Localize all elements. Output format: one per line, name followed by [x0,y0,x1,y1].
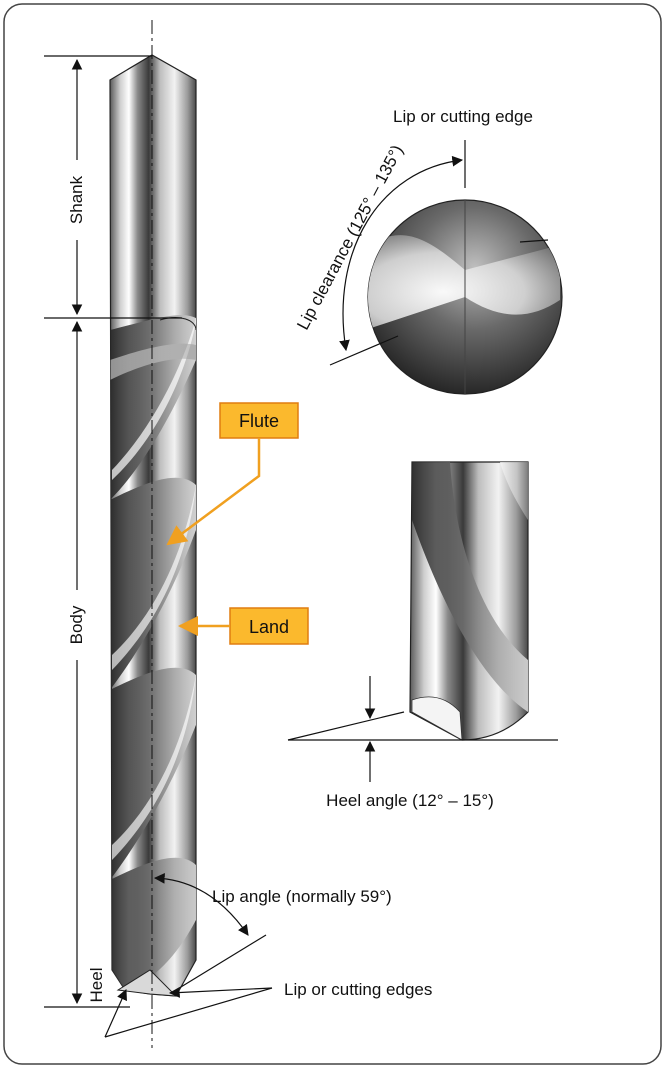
flutes [110,315,196,990]
drill-side-view [287,461,558,782]
lip-angle-annotation [153,872,267,991]
lip-cutting-edge-label: Lip or cutting edge [393,107,533,126]
shank-label: Shank [67,175,86,224]
body-label: Body [67,605,86,644]
flute-label: Flute [239,411,279,431]
lip-cutting-edges-label: Lip or cutting edges [284,980,432,999]
land-label: Land [249,617,289,637]
cutting-edges-annotation [104,987,273,1038]
dimension-lines [44,55,182,1008]
heel-angle-label: Heel angle (12° – 15°) [326,791,494,810]
lip-angle-label: Lip angle (normally 59°) [212,887,392,906]
heel-label: Heel [87,968,106,1003]
flute-callout: Flute [166,402,299,546]
drill-end-view [329,140,563,395]
land-callout: Land [178,607,309,645]
